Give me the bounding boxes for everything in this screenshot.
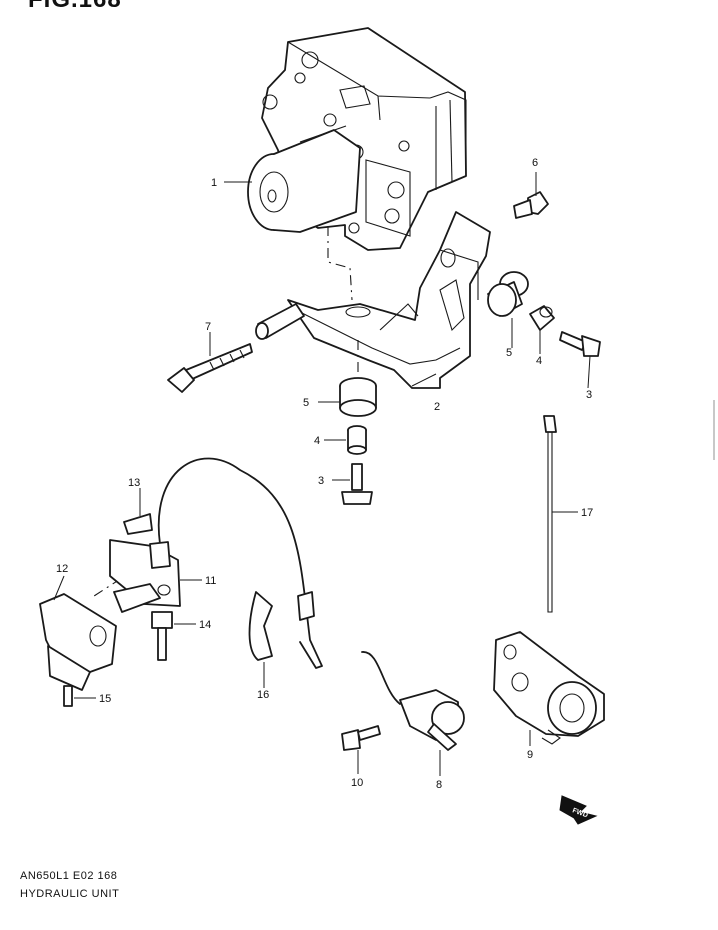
callout-17: 17: [581, 507, 593, 519]
sensor-bracket-9: [493, 631, 605, 745]
rubber-grommet-upper: [487, 271, 529, 317]
bolt-3-upper: [559, 331, 601, 357]
callout-numbers: 1 2 3 4 5 6 7 3 4 5 11 12 13 14 15 16 17…: [56, 157, 593, 791]
collar-lower: [347, 425, 367, 455]
section-title: HYDRAULIC UNIT: [20, 888, 120, 900]
callout-5-upper: 5: [506, 347, 512, 359]
forward-arrow-icon: [559, 795, 598, 825]
callout-13: 13: [128, 477, 140, 489]
callout-8: 8: [436, 779, 442, 791]
callout-15: 15: [99, 693, 111, 705]
assembly-line-unit: [327, 226, 353, 301]
figure-title: FIG.168: [28, 0, 122, 14]
bolt-3-lower: [341, 463, 373, 505]
cable-tie: [543, 415, 557, 613]
dowel-pin-15: [63, 685, 73, 707]
callout-3-upper: 3: [586, 389, 592, 401]
collar-upper: [529, 305, 555, 331]
callout-14: 14: [199, 619, 211, 631]
rubber-grommet-lower: [339, 377, 377, 417]
callout-2: 2: [434, 401, 440, 413]
callout-1: 1: [211, 177, 217, 189]
callout-10: 10: [351, 777, 363, 789]
cable-clamp-16: [248, 591, 273, 661]
speed-sensor-cable: [157, 457, 323, 669]
callout-5-lower: 5: [303, 397, 309, 409]
callout-16: 16: [257, 689, 269, 701]
callout-7: 7: [205, 321, 211, 333]
callout-3-lower: 3: [318, 475, 324, 487]
callout-6: 6: [532, 157, 538, 169]
forward-direction-badge: FWD: [559, 795, 598, 825]
model-code: AN650L1 E02 168: [20, 870, 118, 882]
callout-12: 12: [56, 563, 68, 575]
callout-4-upper: 4: [536, 355, 542, 367]
bolt-14: [151, 611, 173, 661]
abs-hydraulic-unit: [247, 27, 467, 251]
mounting-bracket: [255, 211, 491, 389]
rear-speed-sensor: [361, 651, 465, 751]
sensor-plate-12: [39, 593, 117, 691]
bolt-10: [341, 725, 381, 751]
callout-11: 11: [205, 575, 216, 587]
leader-lines: [53, 172, 591, 776]
callout-9: 9: [527, 749, 533, 761]
bolt-13: [123, 513, 153, 535]
bolt-6: [513, 191, 549, 219]
callout-4-lower: 4: [314, 435, 320, 447]
speed-sensor-holder: [109, 539, 181, 613]
long-bolt-7: [167, 343, 253, 393]
scan-edge: [713, 400, 715, 460]
